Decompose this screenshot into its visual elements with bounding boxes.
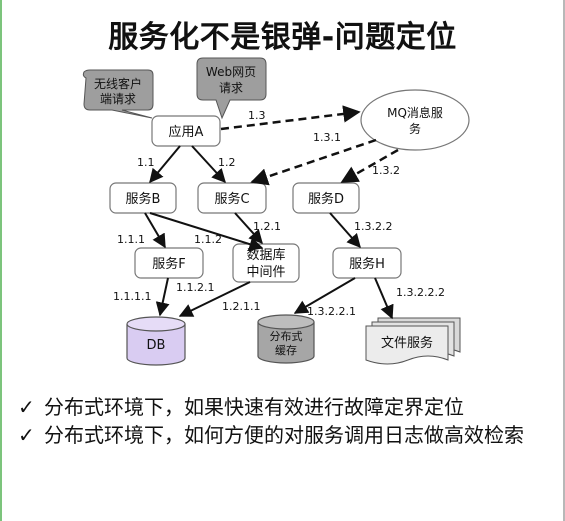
edge-label-1-3-2-2-1: 1.3.2.2.1 <box>307 305 356 318</box>
check-icon: ✓ <box>18 395 35 419</box>
callout-web-line2: 请求 <box>219 81 243 95</box>
callout-web: Web网页 请求 <box>196 57 267 120</box>
node-service-d: 服务D <box>292 182 360 214</box>
node-file-service-label: 文件服务 <box>381 335 433 351</box>
node-service-b-label: 服务B <box>126 191 161 207</box>
node-dist-cache-line1: 分布式 <box>270 330 303 343</box>
edge-a-to-mq <box>220 105 361 131</box>
node-mq-line2: 务 <box>409 121 421 136</box>
node-dist-cache: 分布式 缓存 <box>257 314 315 364</box>
node-db: DB <box>126 316 186 366</box>
edge-h-to-file <box>374 277 394 320</box>
right-edge-line <box>563 0 565 521</box>
edge-mq-to-c <box>250 138 377 186</box>
edge-label-1-1-2: 1.1.2 <box>194 233 222 246</box>
node-db-label: DB <box>147 338 166 353</box>
edge-label-1-3: 1.3 <box>248 109 266 122</box>
edge-d-to-h <box>329 212 361 249</box>
node-service-c-label: 服务C <box>214 191 249 207</box>
node-dist-cache-line2: 缓存 <box>275 343 297 357</box>
edge-f-to-db <box>155 277 170 317</box>
node-db-middleware: 数据库 中间件 <box>232 243 300 283</box>
bullet-item: ✓ 分布式环境下，如果快速有效进行故障定界定位 <box>18 393 558 421</box>
edge-label-1-3-2-2-2: 1.3.2.2.2 <box>396 286 445 299</box>
edge-label-1-1: 1.1 <box>137 156 155 169</box>
edge-b-to-dbmw <box>149 212 264 251</box>
edge-label-1-2: 1.2 <box>218 156 236 169</box>
edge-label-1-3-2: 1.3.2 <box>372 164 400 177</box>
edge-c-to-dbmw <box>234 212 263 245</box>
node-service-f-label: 服务F <box>152 256 185 272</box>
callout-wireless-line2: 端请求 <box>100 92 136 106</box>
bullet-text: 分布式环境下，如果快速有效进行故障定界定位 <box>44 395 464 419</box>
callout-web-line1: Web网页 <box>206 65 256 79</box>
check-icon: ✓ <box>18 423 35 447</box>
node-service-h: 服务H <box>332 247 402 279</box>
edge-h-to-cache <box>293 277 356 314</box>
edge-a-to-b <box>149 145 181 184</box>
edge-b-to-f <box>144 212 166 249</box>
edge-label-1-2-1-1: 1.2.1.1 <box>222 300 260 313</box>
edge-label-1-3-1: 1.3.1 <box>313 131 341 144</box>
node-mq: MQ消息服 务 <box>360 89 470 151</box>
callout-wireless: 无线客户 端请求 <box>82 69 154 119</box>
node-service-d-label: 服务D <box>308 191 344 207</box>
node-db-middleware-line2: 中间件 <box>246 265 285 280</box>
edge-label-1-3-2-2: 1.3.2.2 <box>354 220 392 233</box>
node-service-h-label: 服务H <box>349 256 385 272</box>
edge-label-1-1-2-1: 1.1.2.1 <box>176 281 214 294</box>
node-db-middleware-line1: 数据库 <box>246 247 285 263</box>
bullet-text: 分布式环境下，如何方便的对服务调用日志做高效检索 <box>44 423 524 447</box>
edge-dbmw-to-db <box>178 281 251 317</box>
bullet-list: ✓ 分布式环境下，如果快速有效进行故障定界定位 ✓ 分布式环境下，如何方便的对服… <box>18 393 558 449</box>
architecture-diagram: 无线客户 端请求 Web网页 请求 应用A MQ消息服 务 服务B 服务C <box>82 57 470 366</box>
node-app-a: 应用A <box>151 115 221 147</box>
slide-title: 服务化不是银弹-问题定位 <box>108 20 457 55</box>
node-mq-line1: MQ消息服 <box>387 105 443 120</box>
edge-label-1-1-1: 1.1.1 <box>117 233 145 246</box>
node-service-f: 服务F <box>134 247 204 279</box>
node-service-b: 服务B <box>109 182 177 214</box>
callout-wireless-line1: 无线客户 <box>94 76 142 91</box>
node-app-a-label: 应用A <box>169 124 204 140</box>
edge-label-1-2-1: 1.2.1 <box>253 220 281 233</box>
node-service-c: 服务C <box>197 182 267 214</box>
edge-a-to-c <box>191 145 226 184</box>
edge-mq-to-d <box>340 148 399 184</box>
edge-label-1-1-1-1: 1.1.1.1 <box>113 290 151 303</box>
bullet-item: ✓ 分布式环境下，如何方便的对服务调用日志做高效检索 <box>18 421 558 449</box>
left-edge-line <box>0 0 2 521</box>
node-file-service: 文件服务 <box>365 317 461 365</box>
